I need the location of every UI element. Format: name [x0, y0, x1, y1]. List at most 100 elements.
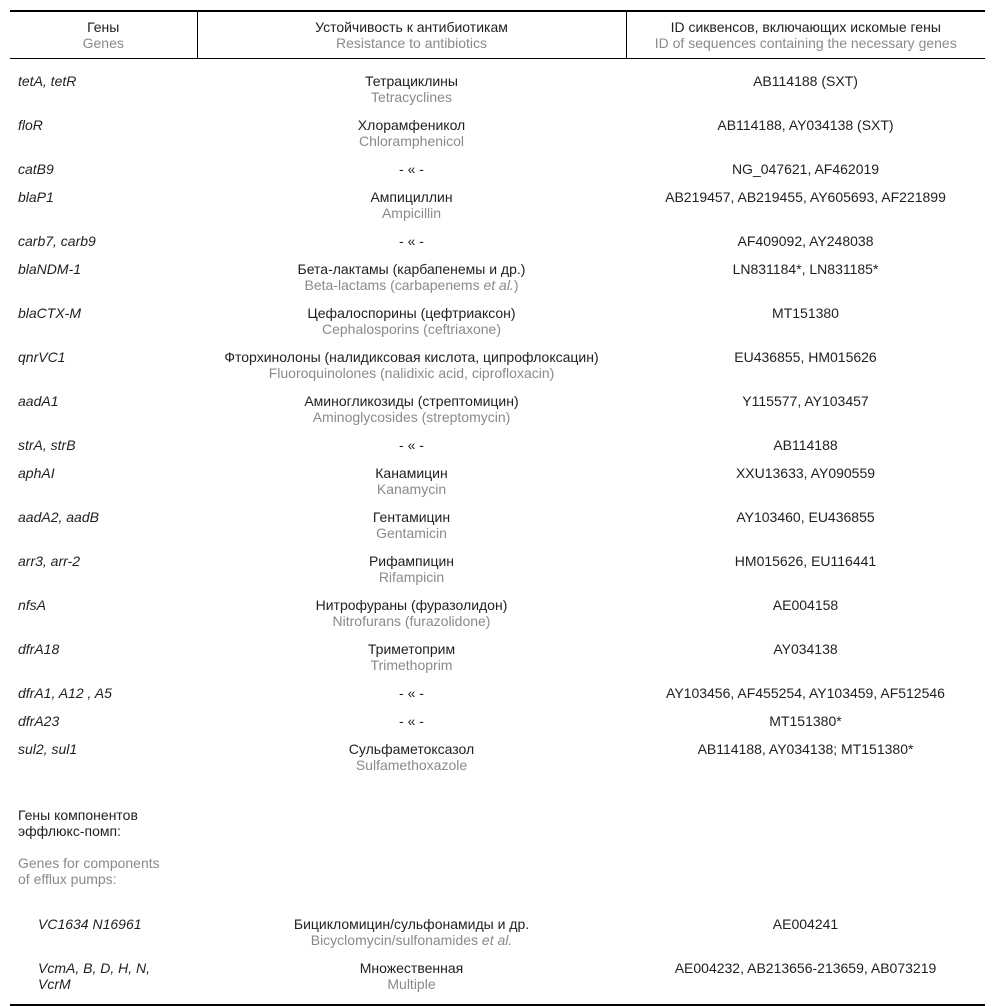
resistance-genes-table: Гены Genes Устойчивость к антибиотикам R… — [10, 10, 985, 1006]
sequence-ids: LN831184*, LN831185* — [732, 261, 879, 277]
table-body: tetA, tetR Тетрациклины Tetracyclines AB… — [10, 59, 985, 1006]
resistance-name-ru: Бета-лактамы (карбапенемы и др.) — [297, 261, 526, 277]
gene-names: dfrA18 — [18, 641, 60, 657]
gene-names: floR — [18, 117, 43, 133]
gene-names: dfrA23 — [18, 713, 60, 729]
resistance-name-ru: Бицикломицин/сульфонамиды и др. — [293, 916, 530, 932]
resistance-cell: Сульфаметоксазол Sulfamethoxazole — [197, 741, 626, 785]
sequence-ids: XXU13633, AY090559 — [735, 465, 876, 481]
sequence-ids: AF409092, AY248038 — [737, 233, 874, 249]
gene-names: VC1634 N16961 — [38, 916, 142, 932]
resistance-name-ru: Нитрофураны (фуразолидон) — [315, 597, 508, 613]
sequence-ids: Y115577, AY103457 — [742, 393, 869, 409]
resistance-cell: Нитрофураны (фуразолидон) Nitrofurans (f… — [197, 597, 626, 641]
sequence-ids: AY034138 — [773, 641, 838, 657]
resistance-name-ru: Канамицин — [375, 465, 448, 481]
resistance-name-en: Multiple — [387, 976, 436, 992]
resistance-cell: Ампициллин Ampicillin — [197, 189, 626, 233]
gene-names: aadA2, aadB — [18, 509, 99, 525]
resistance-cell: Фторхинолоны (налидиксовая кислота, ципр… — [197, 349, 626, 393]
resistance-cell: Бицикломицин/сульфонамиды и др. Bicyclom… — [197, 916, 626, 960]
sequence-ids: AY103460, EU436855 — [736, 509, 875, 525]
table-row: blaCTX-M Цефалоспорины (цефтриаксон) Cep… — [10, 305, 985, 349]
table-row: nfsA Нитрофураны (фуразолидон) Nitrofura… — [10, 597, 985, 641]
table-row: aphAI Канамицин Kanamycin XXU13633, AY09… — [10, 465, 985, 509]
column-header-ids-en: ID of sequences containing the necessary… — [654, 35, 957, 51]
resistance-name-ru: - « - — [399, 437, 424, 453]
table-row: strA, strB - « - AB114188 — [10, 437, 985, 465]
gene-names: arr3, arr-2 — [18, 553, 80, 569]
resistance-name-en: Beta-lactams (carbapenems et al.) — [304, 277, 519, 293]
resistance-name-en: Trimethoprim — [370, 657, 453, 673]
gene-names: carb7, carb9 — [18, 233, 96, 249]
resistance-cell: - « - — [197, 713, 626, 741]
resistance-name-en: Ampicillin — [381, 205, 442, 221]
header-row: Гены Genes Устойчивость к антибиотикам R… — [10, 11, 985, 59]
sequence-ids: MT151380* — [769, 713, 842, 729]
resistance-name-en: Aminoglycosides (streptomycin) — [312, 409, 511, 425]
sequence-ids: AB219457, AB219455, AY605693, AF221899 — [665, 189, 946, 205]
resistance-name-ru: Тетрациклины — [365, 73, 458, 89]
resistance-cell: Хлорамфеникол Chloramphenicol — [197, 117, 626, 161]
resistance-name-en: Tetracyclines — [371, 89, 452, 105]
column-header-genes-en: Genes — [82, 35, 124, 51]
gene-names: sul2, sul1 — [18, 741, 78, 757]
column-header-resistance-ru: Устойчивость к антибиотикам — [315, 19, 508, 35]
sequence-ids: AE004232, AB213656-213659, AB073219 — [674, 960, 937, 976]
column-header-ids: ID сиквенсов, включающих искомые гены ID… — [625, 11, 985, 59]
resistance-cell: Цефалоспорины (цефтриаксон) Cephalospori… — [197, 305, 626, 349]
sequence-ids: MT151380 — [772, 305, 839, 321]
section-header: Гены компонентов эффлюкс-помп: Genes for… — [10, 785, 985, 916]
sequence-ids: AB114188 — [773, 437, 838, 453]
resistance-name-ru: Фторхинолоны (налидиксовая кислота, ципр… — [224, 349, 599, 365]
sequence-ids: AB114188 (SXT) — [753, 73, 858, 89]
resistance-cell: Гентамицин Gentamicin — [197, 509, 626, 553]
resistance-name-en: Fluoroquinolones (nalidixic acid, ciprof… — [268, 365, 555, 381]
table-row: arr3, arr-2 Рифампицин Rifampicin HM0156… — [10, 553, 985, 597]
resistance-name-ru: Хлорамфеникол — [357, 117, 466, 133]
table-row: catB9 - « - NG_047621, AF462019 — [10, 161, 985, 189]
gene-names: aphAI — [18, 465, 55, 481]
resistance-name-en: Gentamicin — [376, 525, 447, 541]
gene-names: VcmA, B, D, H, N, VcrM — [38, 960, 151, 992]
resistance-cell: Рифампицин Rifampicin — [197, 553, 626, 597]
resistance-name-ru: Ампициллин — [370, 189, 453, 205]
column-header-resistance-en: Resistance to antibiotics — [336, 35, 487, 51]
table-row: VC1634 N16961 Бицикломицин/сульфонамиды … — [10, 916, 985, 960]
resistance-cell: Аминогликозиды (стрептомицин) Aminoglyco… — [197, 393, 626, 437]
table-row: aadA1 Аминогликозиды (стрептомицин) Amin… — [10, 393, 985, 437]
gene-names: dfrA1, A12 , A5 — [18, 685, 112, 701]
section-title-en: Genes for components of efflux pumps: — [18, 855, 160, 887]
resistance-name-en: Sulfamethoxazole — [355, 757, 468, 773]
resistance-cell: Триметоприм Trimethoprim — [197, 641, 626, 685]
resistance-cell: - « - — [197, 437, 626, 465]
sequence-ids: AE004241 — [772, 916, 839, 932]
resistance-name-en: Bicyclomycin/sulfonamides et al. — [310, 932, 513, 948]
resistance-name-ru: Сульфаметоксазол — [348, 741, 475, 757]
table-row: blaNDM-1 Бета-лактамы (карбапенемы и др.… — [10, 261, 985, 305]
resistance-cell: - « - — [197, 161, 626, 189]
resistance-name-ru: - « - — [399, 685, 424, 701]
table-row: dfrA1, A12 , A5 - « - AY103456, AF455254… — [10, 685, 985, 713]
gene-names: qnrVC1 — [18, 349, 66, 365]
column-header-resistance: Устойчивость к антибиотикам Resistance t… — [196, 11, 626, 59]
resistance-name-ru: Множественная — [359, 960, 464, 976]
resistance-name-en: Kanamycin — [376, 481, 447, 497]
table-row: sul2, sul1 Сульфаметоксазол Sulfamethoxa… — [10, 741, 985, 785]
table-row: aadA2, aadB Гентамицин Gentamicin AY1034… — [10, 509, 985, 553]
sequence-ids: AB114188, AY034138 (SXT) — [717, 117, 894, 133]
table-row: VcmA, B, D, H, N, VcrM Множественная Mul… — [10, 960, 985, 1005]
paper-table-page: Гены Genes Устойчивость к антибиотикам R… — [10, 10, 985, 1006]
table-header: Гены Genes Устойчивость к антибиотикам R… — [10, 11, 985, 59]
column-header-genes-ru: Гены — [87, 19, 120, 35]
gene-names: tetA, tetR — [18, 73, 77, 89]
gene-names: aadA1 — [18, 393, 59, 409]
sequence-ids: AY103456, AF455254, AY103459, AF512546 — [666, 685, 945, 701]
table-row: blaP1 Ампициллин Ampicillin AB219457, AB… — [10, 189, 985, 233]
resistance-cell: - « - — [197, 685, 626, 713]
gene-names: catB9 — [18, 161, 54, 177]
resistance-name-ru: Рифампицин — [368, 553, 455, 569]
gene-names: blaCTX-M — [18, 305, 82, 321]
resistance-name-ru: Триметоприм — [367, 641, 456, 657]
resistance-name-ru: Гентамицин — [372, 509, 451, 525]
